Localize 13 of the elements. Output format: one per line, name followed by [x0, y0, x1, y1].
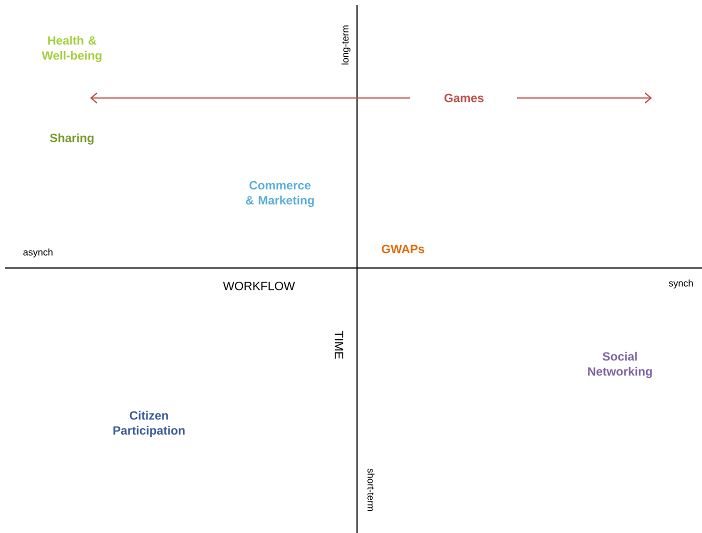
category-label: Social Networking [588, 352, 652, 378]
category-label: GWAPs [382, 244, 424, 254]
axis-end-label: asynch [23, 248, 52, 258]
category-label: Citizen Participation [113, 410, 185, 438]
axis-title: WORKFLOW [223, 282, 295, 290]
axis-end-label: short-term [368, 468, 374, 511]
category-label: Health & Well-being [42, 36, 102, 62]
axis-end-label: long-term [342, 26, 350, 64]
axis-end-label: synch [668, 280, 693, 288]
category-label: Games [444, 94, 484, 102]
axis-title: TIME [334, 330, 344, 359]
category-label: Commerce & Marketing [246, 181, 314, 207]
category-label: Sharing [50, 133, 94, 145]
